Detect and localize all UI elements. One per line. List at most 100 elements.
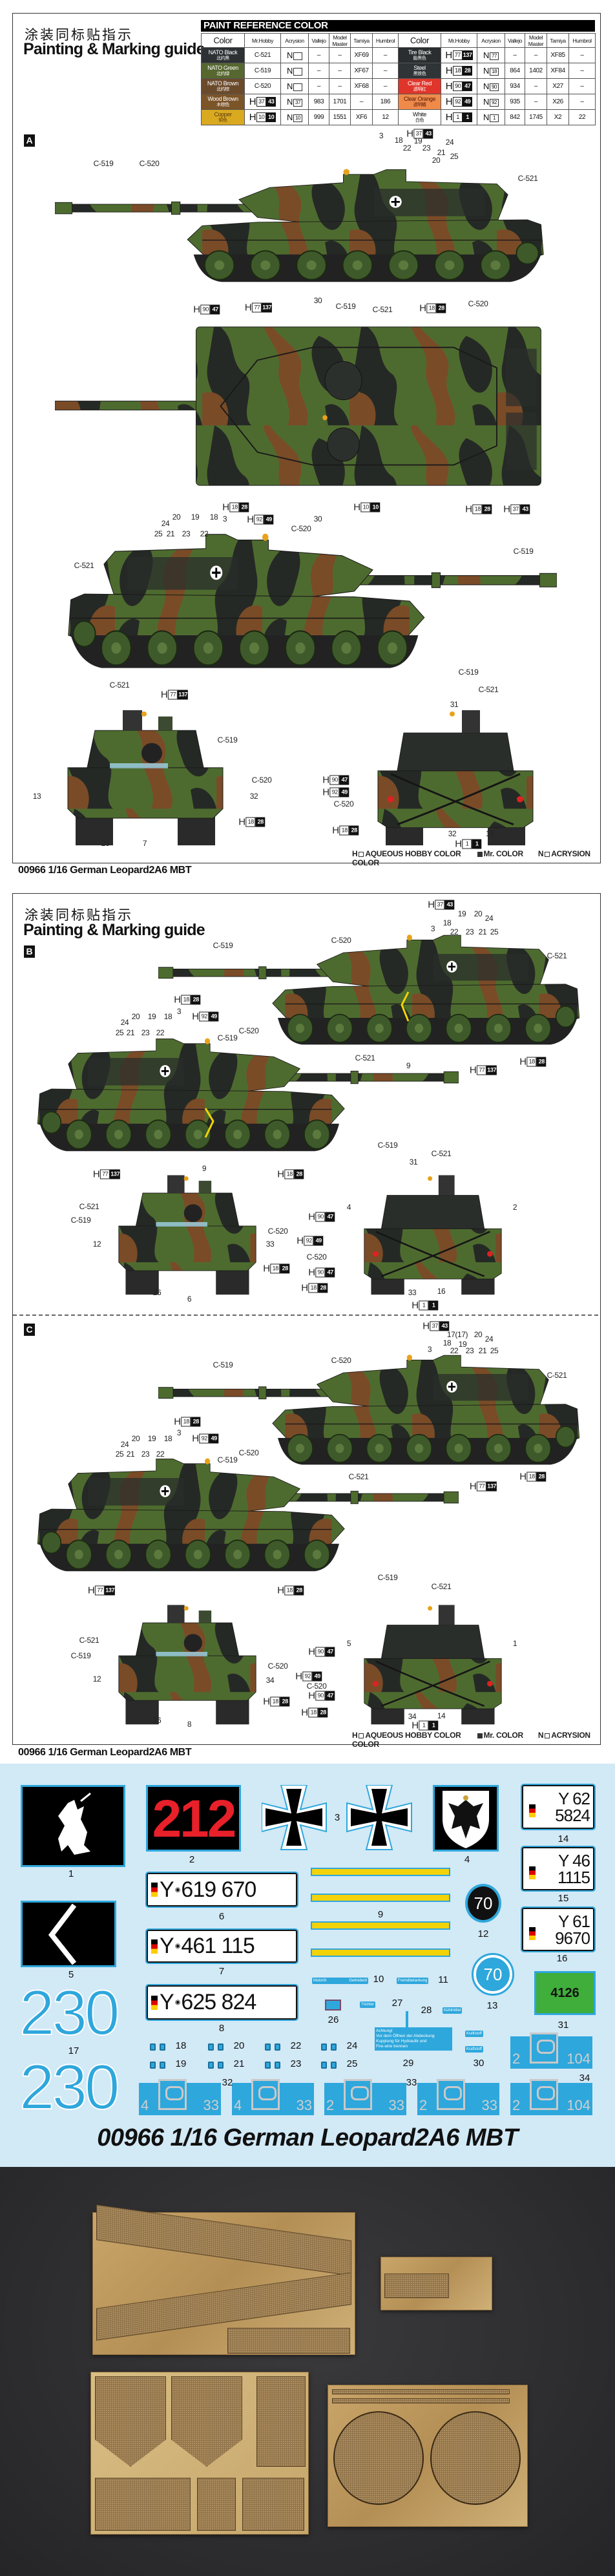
decal-26-blue-square [325,2000,341,2011]
decal-number: 8 [218,2023,225,2034]
callout-label: 17(17) [446,1330,468,1339]
decal-2-turret-number: 212 [146,1785,241,1852]
decal-6-license-plate: Y◉619 670 [145,1872,298,1908]
decal-30-fuel-label: Kraftstoff [465,2046,483,2053]
callout-label: 25 [490,927,499,936]
photo-etch-fret [90,2372,309,2535]
decal-marker-pair [321,2062,337,2069]
callout-label: 18 [163,1012,172,1021]
decal-29-arrow-icon [406,2011,408,2028]
decal-number: 16 [556,1953,568,1964]
callout-label: 34 [266,1676,275,1685]
iron-cross-icon [262,1785,327,1850]
humbrol-code: – [568,78,596,94]
callout-label: 32 [249,792,258,801]
callout-label: C-521 [547,1371,567,1380]
callout-label: C-520 [333,799,354,808]
callout-label: C-519 [377,1141,398,1150]
callout-label: 3 [430,924,435,933]
tank-side-view-right [67,533,557,670]
color-name-cn: 透明红 [413,86,426,92]
callout-label: 23 [141,1028,150,1037]
decal-number: 10 [373,1974,384,1985]
callout-label: 24 [120,1018,129,1027]
color-name-cn: 北约棕 [216,86,229,92]
tank-side-view-left [55,168,545,283]
decal-number: 27 [391,1998,403,2009]
callout-label: 21 [126,1450,135,1459]
decal-marker-pair [150,2062,165,2069]
callout-label: C-521 [109,681,130,690]
decal-number: 28 [421,2005,432,2016]
callout-label: C-520 [238,1448,259,1457]
guide-page-bc [12,893,601,1745]
callout-label: 19 [458,1340,467,1349]
vallejo-code: 983 [308,94,329,110]
callout-label: 12 [92,1240,101,1249]
callout-label: C-519 [217,735,238,744]
color-name-cn: 黑铁色 [413,70,426,76]
yellow-chevron-marking [401,991,410,1022]
callout-label: 20 [131,1012,140,1021]
callout-label: C-520 [238,1026,259,1035]
callout-label: 25 [115,1028,124,1037]
callout-label: 18 [394,136,403,145]
mm-code: – [329,78,351,94]
acrysion-code: N [280,78,309,94]
callout-label: C-519 [335,302,356,311]
title-english: Painting & Marking guide [23,921,205,939]
decal-number: 19 [175,2058,187,2069]
callout-label: C-520 [139,159,160,168]
color-name-cn: 透明橘 [413,101,426,107]
callout-label: 32 [448,829,457,838]
callout-label: 18 [209,512,218,522]
callout-label: 19 [457,909,466,918]
decal-12-bridge-class-black: 70 [465,1884,501,1923]
callout-label: 3 [222,514,227,523]
callout-label: 3 [176,1007,182,1016]
callout-label: C-520 [306,1682,327,1691]
callout-label: 24 [120,1440,129,1449]
callout-label: 21 [478,1346,487,1355]
callout-label: 22 [450,927,459,936]
callout-label: 30 [313,514,322,523]
callout-label: 3 [176,1428,182,1437]
color-name: NATO Black [208,48,238,56]
paint-table-title: PAINT REFERENCE COLOR [201,20,595,32]
decal-marker-pair [321,2043,337,2051]
callout-label: 23 [465,1346,474,1355]
column-header: Color [201,33,245,48]
callout-label: 24 [485,1335,494,1344]
title-english: Painting & Marking guide [23,40,205,58]
callout-label: 26 [101,839,110,848]
color-name: Wood Brown [207,95,238,102]
decal-3-iron-crosses [262,1785,412,1850]
callout-label: C-521 [431,1582,452,1591]
callout-label: C-521 [478,685,499,694]
color-name: Tire Black [408,48,432,56]
